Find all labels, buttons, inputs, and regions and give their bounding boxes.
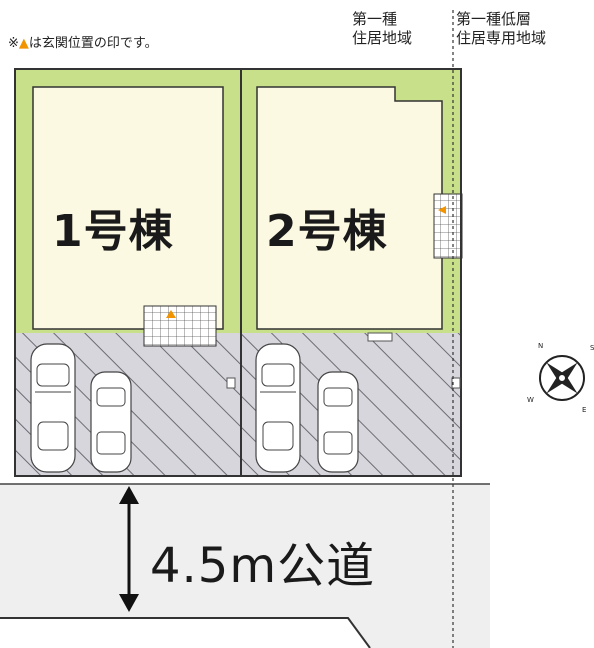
lot-1-entrance-marker [166, 310, 176, 318]
note-text: は玄関位置の印です。 [28, 36, 158, 51]
compass-n: N [538, 342, 543, 350]
car-small-2 [317, 371, 359, 473]
lot-1-building [32, 86, 224, 330]
road-corner-line [0, 617, 371, 648]
road-width-arrow [119, 486, 139, 612]
zone-right-line1: 第一種低層 [456, 10, 532, 28]
compass-s: S [590, 344, 594, 352]
car-small-1 [90, 371, 132, 473]
lot-2-meter [367, 332, 393, 342]
lot-2-entrance-steps [433, 193, 463, 259]
zone-label-right: 第一種低層 住居専用地域 [456, 10, 546, 48]
lot-1-meter [226, 377, 236, 389]
entrance-marker-icon: ▲ [18, 36, 29, 51]
entrance-note: ※▲は玄関位置の印です。 [8, 32, 158, 51]
compass-w: W [527, 396, 534, 404]
road-area [0, 484, 490, 648]
car-large-2 [255, 343, 301, 473]
note-prefix: ※ [8, 36, 19, 51]
zone-label-left: 第一種 住居地域 [352, 10, 412, 48]
compass-e: E [582, 406, 586, 414]
zone-left-line1: 第一種 [352, 10, 398, 28]
lot-2-building [256, 86, 443, 330]
lot-1-label: 1号棟 [52, 206, 174, 257]
compass-icon [539, 355, 585, 401]
road-label: 4.5m公道 [150, 538, 376, 594]
lot-2-entrance-marker [438, 206, 446, 214]
car-large-1 [30, 343, 76, 473]
zone-right-line2: 住居専用地域 [456, 29, 547, 47]
lot-1-entrance-steps [143, 305, 217, 347]
lot-2-boundary [240, 68, 462, 477]
zone-left-line2: 住居地域 [352, 29, 413, 47]
lot-2-label: 2号棟 [266, 206, 388, 257]
lot-2-meter-2 [451, 377, 461, 389]
